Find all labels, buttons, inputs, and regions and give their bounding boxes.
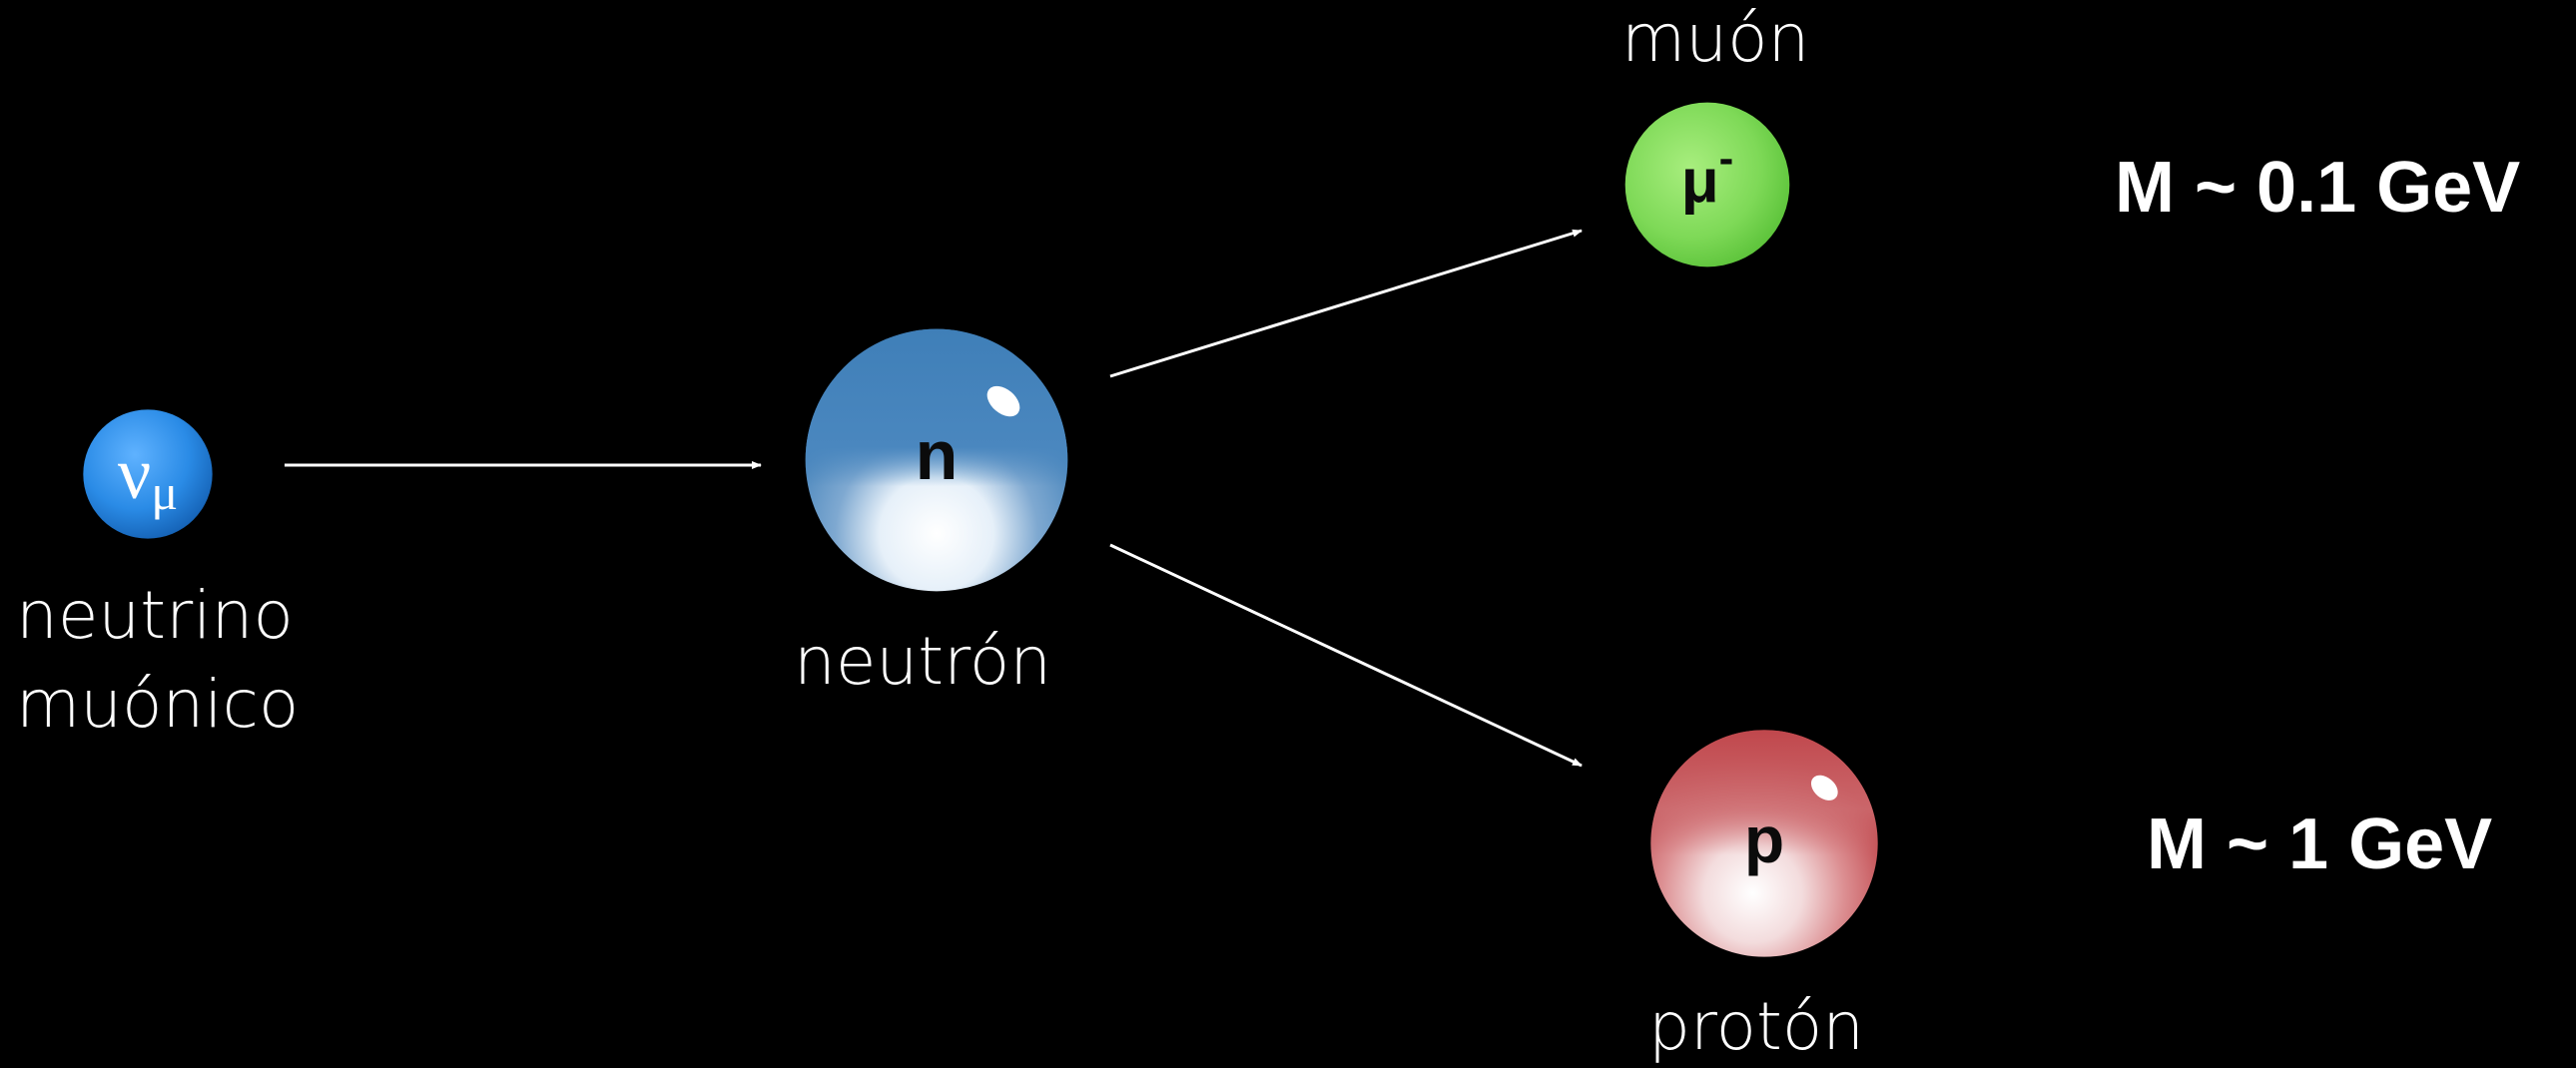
arrow-to-muon (1110, 231, 1582, 376)
muon-symbol: μ- (1623, 97, 1791, 265)
muon-label: muón (1621, 0, 1809, 83)
neutrino-label: neutrino muónico (16, 571, 299, 749)
proton-symbol: p (1646, 724, 1882, 955)
proton-mass: M ~ 1 GeV (2147, 803, 2492, 885)
neutron-symbol: n (803, 321, 1070, 589)
neutron-label: neutrón (794, 617, 1051, 706)
muon-sphere: μ- (1623, 101, 1791, 268)
muon-mass: M ~ 0.1 GeV (2115, 147, 2520, 229)
neutron-sphere: n (803, 326, 1070, 594)
arrow-to-proton (1110, 545, 1582, 766)
proton-label: protón (1648, 982, 1864, 1068)
proton-sphere: p (1646, 728, 1882, 959)
